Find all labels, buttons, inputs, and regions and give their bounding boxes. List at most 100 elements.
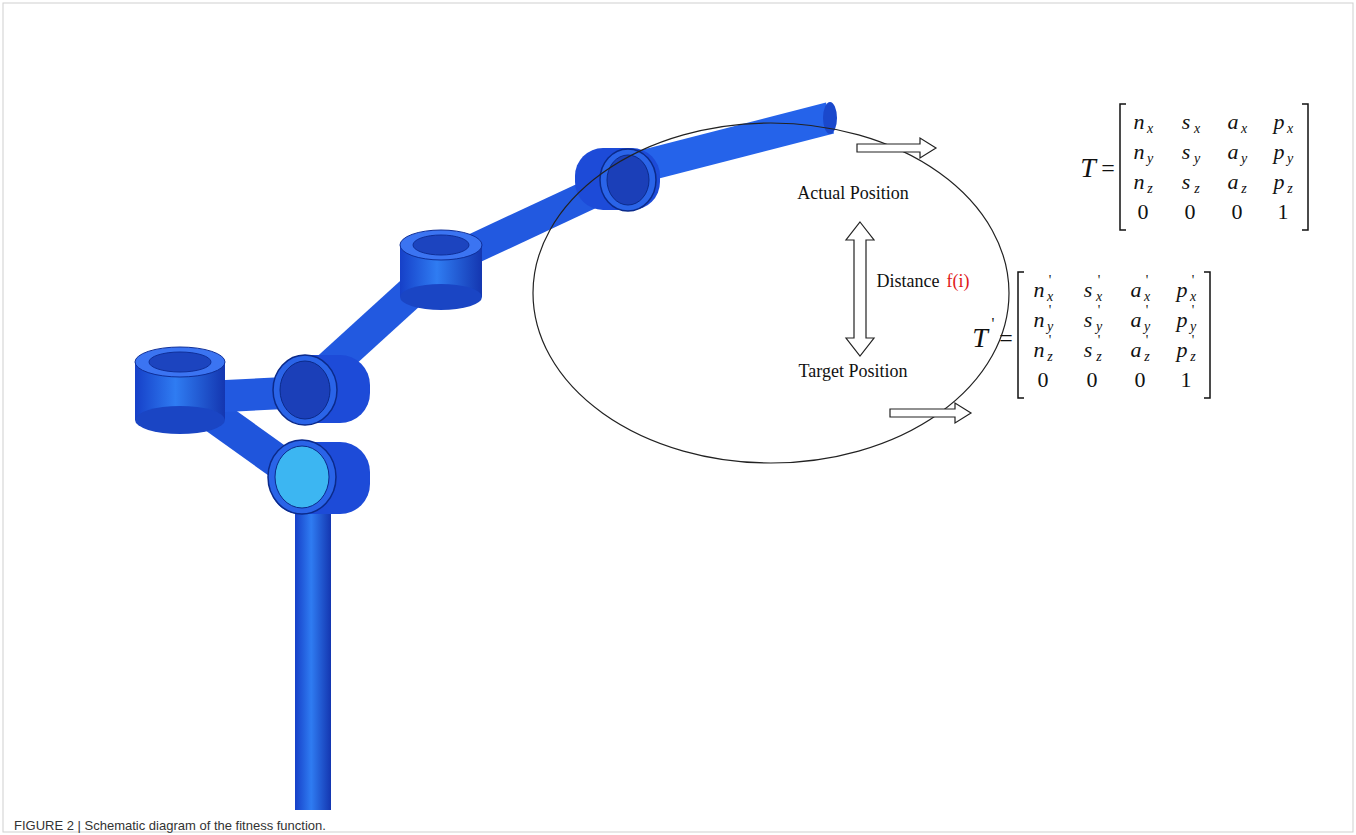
- function-label: f(i): [947, 272, 970, 290]
- matrix-subscript: x: [1194, 122, 1200, 136]
- joint: [268, 440, 370, 514]
- matrix-symbol: p: [1274, 171, 1285, 193]
- joint: [400, 230, 482, 310]
- matrix-symbol: n: [1134, 171, 1145, 193]
- joint-bore: [149, 352, 211, 372]
- matrix-entry: 0: [1232, 201, 1243, 223]
- matrix-symbol: n: [1134, 141, 1145, 163]
- matrix-subscript: y: [1096, 320, 1102, 334]
- prime-mark: ': [1146, 334, 1149, 348]
- matrix-entry: 0: [1135, 369, 1146, 391]
- equals-sign: =: [999, 326, 1013, 350]
- focus-circle: [533, 123, 1009, 463]
- matrix-symbol: s: [1084, 309, 1093, 331]
- matrix-symbol: p: [1177, 279, 1188, 301]
- matrix-entry: 0: [1087, 369, 1098, 391]
- prime-mark: ': [1098, 304, 1101, 318]
- prime-mark: ': [1049, 274, 1052, 288]
- matrix-subscript: y: [1190, 320, 1196, 334]
- matrix-symbol: s: [1084, 339, 1093, 361]
- matrix-subscript: y: [1147, 152, 1153, 166]
- matrix-subscript: z: [1144, 350, 1149, 364]
- matrix-subscript: y: [1047, 320, 1053, 334]
- prime-mark: ': [1146, 274, 1149, 288]
- prime-mark: ': [1192, 334, 1195, 348]
- matrix-symbol: n: [1034, 309, 1045, 331]
- joint-top: [400, 230, 482, 260]
- matrix-symbol: a: [1131, 309, 1142, 331]
- matrix-subscript: x: [1241, 122, 1247, 136]
- matrix-subscript: y: [1194, 152, 1200, 166]
- matrix-symbol: a: [1131, 339, 1142, 361]
- position-label: Actual Position: [797, 184, 909, 202]
- prime-mark: ': [1049, 334, 1052, 348]
- prime-mark: ': [1049, 304, 1052, 318]
- matrix-subscript: y: [1287, 152, 1293, 166]
- figure-caption: FIGURE 2 | Schematic diagram of the fitn…: [14, 818, 326, 833]
- joint-face: [600, 149, 656, 211]
- matrix-symbol: a: [1228, 171, 1239, 193]
- base-link: [295, 490, 331, 810]
- matrix-subscript: z: [1241, 182, 1246, 196]
- matrix-symbol: p: [1274, 141, 1285, 163]
- matrix-subscript: y: [1241, 152, 1247, 166]
- position-label: Target Position: [799, 362, 908, 380]
- bracket: [1120, 104, 1126, 230]
- matrix-entry: 1: [1181, 369, 1192, 391]
- joint-bottom: [135, 406, 225, 434]
- hollow-arrows: [846, 138, 971, 423]
- joint: [575, 148, 660, 211]
- joint-body: [575, 148, 660, 210]
- matrix-brackets: [1018, 104, 1308, 398]
- matrix-symbol: p: [1177, 309, 1188, 331]
- prime-mark: ': [992, 316, 995, 332]
- matrix-subscript: x: [1190, 290, 1196, 304]
- hollow-arrow: [890, 403, 971, 423]
- matrix-entry: 1: [1278, 201, 1289, 223]
- bracket: [1204, 272, 1210, 398]
- robot-arm: [135, 102, 837, 810]
- prime-mark: ': [1098, 334, 1101, 348]
- matrix-name: T: [1080, 154, 1096, 182]
- figure-frame: [3, 3, 1353, 832]
- double-arrow: [846, 222, 874, 356]
- matrix-subscript: x: [1096, 290, 1102, 304]
- matrix-symbol: p: [1177, 339, 1188, 361]
- matrix-symbol: n: [1034, 339, 1045, 361]
- joint-bore: [280, 361, 330, 419]
- matrix-subscript: z: [1287, 182, 1292, 196]
- matrix-symbol: s: [1182, 141, 1191, 163]
- joint: [273, 355, 370, 425]
- matrix-subscript: z: [1047, 350, 1052, 364]
- matrix-entry: 0: [1138, 201, 1149, 223]
- matrix-subscript: z: [1096, 350, 1101, 364]
- matrix-name: T: [972, 324, 988, 352]
- matrix-symbol: a: [1228, 141, 1239, 163]
- matrix-symbol: s: [1084, 279, 1093, 301]
- joint-face: [268, 440, 336, 514]
- prime-mark: ': [1192, 304, 1195, 318]
- joint-top: [135, 347, 225, 377]
- distance-label: Distance: [877, 272, 940, 290]
- bracket: [1302, 104, 1308, 230]
- matrix-symbol: p: [1274, 111, 1285, 133]
- joint: [135, 347, 225, 434]
- prime-mark: ': [1146, 304, 1149, 318]
- joint-bottom: [400, 284, 482, 310]
- arm-links: [185, 118, 830, 470]
- joint-face: [273, 355, 337, 425]
- matrix-symbol: n: [1134, 111, 1145, 133]
- matrix-entry: 0: [1185, 201, 1196, 223]
- matrix-symbol: s: [1182, 171, 1191, 193]
- joint-bore: [607, 155, 649, 205]
- matrix-subscript: x: [1287, 122, 1293, 136]
- matrix-subscript: z: [1194, 182, 1199, 196]
- matrix-symbol: a: [1131, 279, 1142, 301]
- matrix-entry: 0: [1038, 369, 1049, 391]
- prime-mark: ': [1098, 274, 1101, 288]
- matrix-symbol: a: [1228, 111, 1239, 133]
- hollow-arrow: [857, 138, 936, 158]
- bracket: [1018, 272, 1024, 398]
- joint-bore: [413, 235, 469, 255]
